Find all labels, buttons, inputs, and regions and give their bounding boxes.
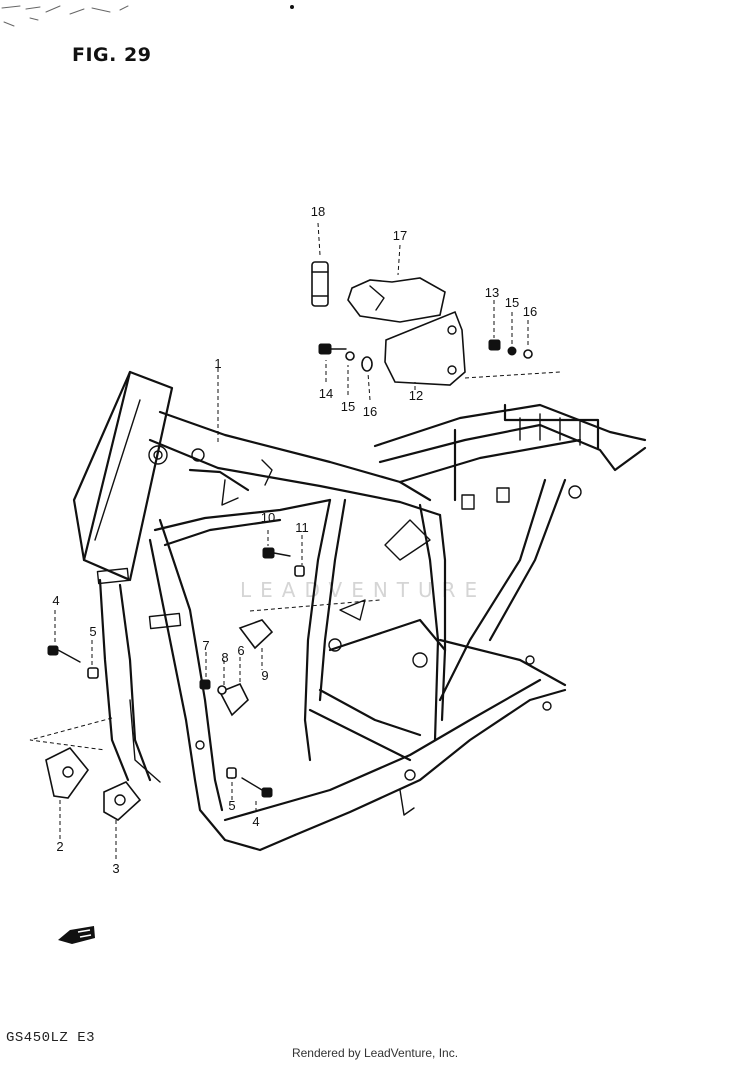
callout-15b: 15 <box>341 399 355 414</box>
callout-2: 2 <box>56 839 63 854</box>
part-15-washer <box>345 351 355 361</box>
callout-labels: 18 17 13 15 16 1 14 15 16 12 10 11 4 5 7… <box>52 204 537 876</box>
front-arrow-icon <box>58 926 95 944</box>
callout-4: 4 <box>52 593 59 608</box>
callout-8: 8 <box>221 650 228 665</box>
part-15b-washer <box>507 346 517 356</box>
callout-3: 3 <box>112 861 119 876</box>
callout-17: 17 <box>393 228 407 243</box>
part-5-nut <box>87 667 99 679</box>
callout-4b: 4 <box>252 814 259 829</box>
part-9-plate <box>238 619 274 650</box>
part-10-bolt <box>262 547 291 559</box>
scan-noise <box>1 5 294 27</box>
part-6-plate <box>218 682 249 717</box>
callout-18: 18 <box>311 204 325 219</box>
callout-10: 10 <box>261 510 275 525</box>
model-code: GS450LZ E3 <box>6 1030 96 1046</box>
part-16b-washer <box>523 349 533 359</box>
figure-title: FIG. 29 <box>72 44 152 66</box>
part-17-cover <box>347 277 446 323</box>
part-8-washer <box>217 685 227 695</box>
callout-6: 6 <box>237 643 244 658</box>
callout-13: 13 <box>485 285 499 300</box>
part-5b-nut <box>226 767 237 779</box>
callout-5: 5 <box>89 624 96 639</box>
part-18-clip <box>311 261 329 307</box>
callout-12: 12 <box>409 388 423 403</box>
main-frame <box>72 370 647 852</box>
part-2-bracket <box>45 746 90 799</box>
callout-9: 9 <box>261 668 268 683</box>
callout-1: 1 <box>214 356 221 371</box>
watermark-text: LEADVENTURE <box>240 578 487 602</box>
part-7-bolt <box>199 679 211 690</box>
part-13-bolt <box>488 339 501 351</box>
callout-11: 11 <box>295 520 309 535</box>
callout-14: 14 <box>319 386 333 401</box>
leader-lines <box>29 222 561 862</box>
callout-7: 7 <box>202 638 209 653</box>
footer-credit: Rendered by LeadVenture, Inc. <box>291 1046 459 1060</box>
part-14-bolt <box>318 343 347 355</box>
part-3-bracket <box>103 781 142 821</box>
part-4b-bolt <box>241 777 273 798</box>
part-12-bracket <box>384 310 466 386</box>
callout-16b: 16 <box>363 404 377 419</box>
callout-15: 15 <box>505 295 519 310</box>
part-4-bolt <box>47 645 81 663</box>
callout-5b: 5 <box>228 798 235 813</box>
callout-16: 16 <box>523 304 537 319</box>
part-11-nut <box>294 565 305 577</box>
part-16-washer <box>361 356 373 372</box>
